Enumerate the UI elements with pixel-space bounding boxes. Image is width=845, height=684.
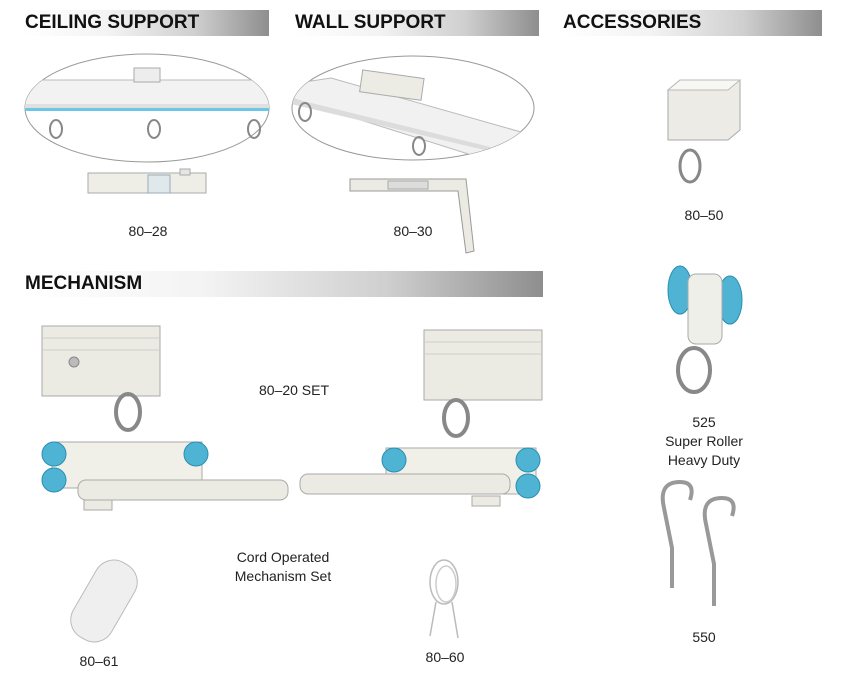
cord-image: [429, 559, 459, 639]
wall-track-image: [291, 55, 535, 161]
super-roller-name-1: Super Roller: [665, 433, 743, 449]
cord-set-line-1: Cord Operated: [236, 549, 330, 565]
super-roller-code: 525: [692, 414, 716, 430]
ceiling-track-image: [24, 53, 270, 163]
super-roller-name-2: Heavy Duty: [667, 452, 741, 468]
wall-support-header: WALL SUPPORT: [293, 10, 539, 36]
ceiling-support-header: CEILING SUPPORT: [23, 10, 269, 36]
pulley-code: 80–61: [79, 653, 119, 669]
ceiling-product-code: 80–28: [128, 223, 168, 239]
accessories-header: ACCESSORIES: [561, 10, 822, 36]
mechanism-right-carrier-image: [299, 447, 541, 507]
hooks-code: 550: [692, 629, 716, 645]
super-roller-image: [667, 265, 743, 394]
mechanism-left-bracket-image: [41, 325, 161, 432]
pulley-cover-image: [70, 559, 138, 643]
end-stop-code: 80–50: [684, 207, 724, 223]
ceiling-bracket-image: [87, 168, 207, 194]
hooks-image: [660, 479, 736, 606]
mechanism-header: MECHANISM: [23, 271, 543, 297]
wall-bracket-image: [349, 178, 475, 254]
cord-set-line-2: Mechanism Set: [234, 568, 332, 584]
mechanism-right-bracket-image: [423, 329, 543, 438]
wall-product-code: 80–30: [393, 223, 433, 239]
cord-code: 80–60: [425, 649, 465, 665]
end-stop-image: [666, 79, 742, 184]
mechanism-set-code: 80–20 SET: [258, 382, 330, 398]
mechanism-left-carrier-image: [41, 441, 289, 511]
